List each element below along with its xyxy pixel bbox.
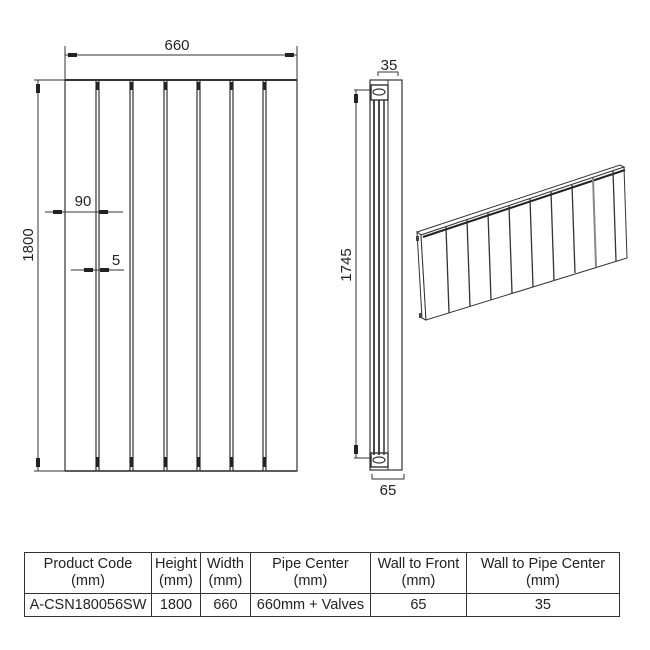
side-view: 35 1745 65 (338, 57, 405, 499)
cell-height: 1800 (151, 593, 201, 617)
header-height: Height(mm) (151, 552, 201, 594)
table-row: A-CSN180056SW 1800 660 660mm + Valves 65… (24, 593, 620, 617)
header-wall-to-front: Wall to Front(mm) (369, 552, 467, 594)
header-width: Width(mm) (199, 552, 251, 594)
table-header-row: Product Code(mm) Height(mm) Width(mm) Pi… (24, 552, 620, 594)
cell-width: 660 (199, 593, 251, 617)
cell-product-code: A-CSN180056SW (24, 593, 152, 617)
pipe-center-height-label: 1745 (338, 248, 355, 281)
specification-table: Product Code(mm) Height(mm) Width(mm) Pi… (24, 552, 620, 617)
cell-pipe-center: 660mm + Valves (249, 593, 371, 617)
side-depth-top-label: 35 (381, 57, 398, 74)
cell-wall-to-pipe-center: 35 (465, 593, 620, 617)
height-dimension-label: 1800 (20, 228, 37, 261)
front-view: 660 1800 (20, 37, 298, 472)
side-depth-bottom-label: 65 (380, 482, 397, 499)
cell-wall-to-front: 65 (369, 593, 467, 617)
panel-width-label: 90 (75, 193, 92, 210)
header-wall-to-pipe-center: Wall to Pipe Center(mm) (465, 552, 620, 594)
header-pipe-center: Pipe Center(mm) (249, 552, 371, 594)
front-panels (64, 79, 298, 472)
width-dimension-label: 660 (164, 37, 189, 54)
technical-drawing: 660 1800 (20, 37, 628, 499)
isometric-view (415, 164, 628, 321)
header-product-code: Product Code(mm) (24, 552, 152, 594)
gap-label: 5 (112, 252, 120, 269)
